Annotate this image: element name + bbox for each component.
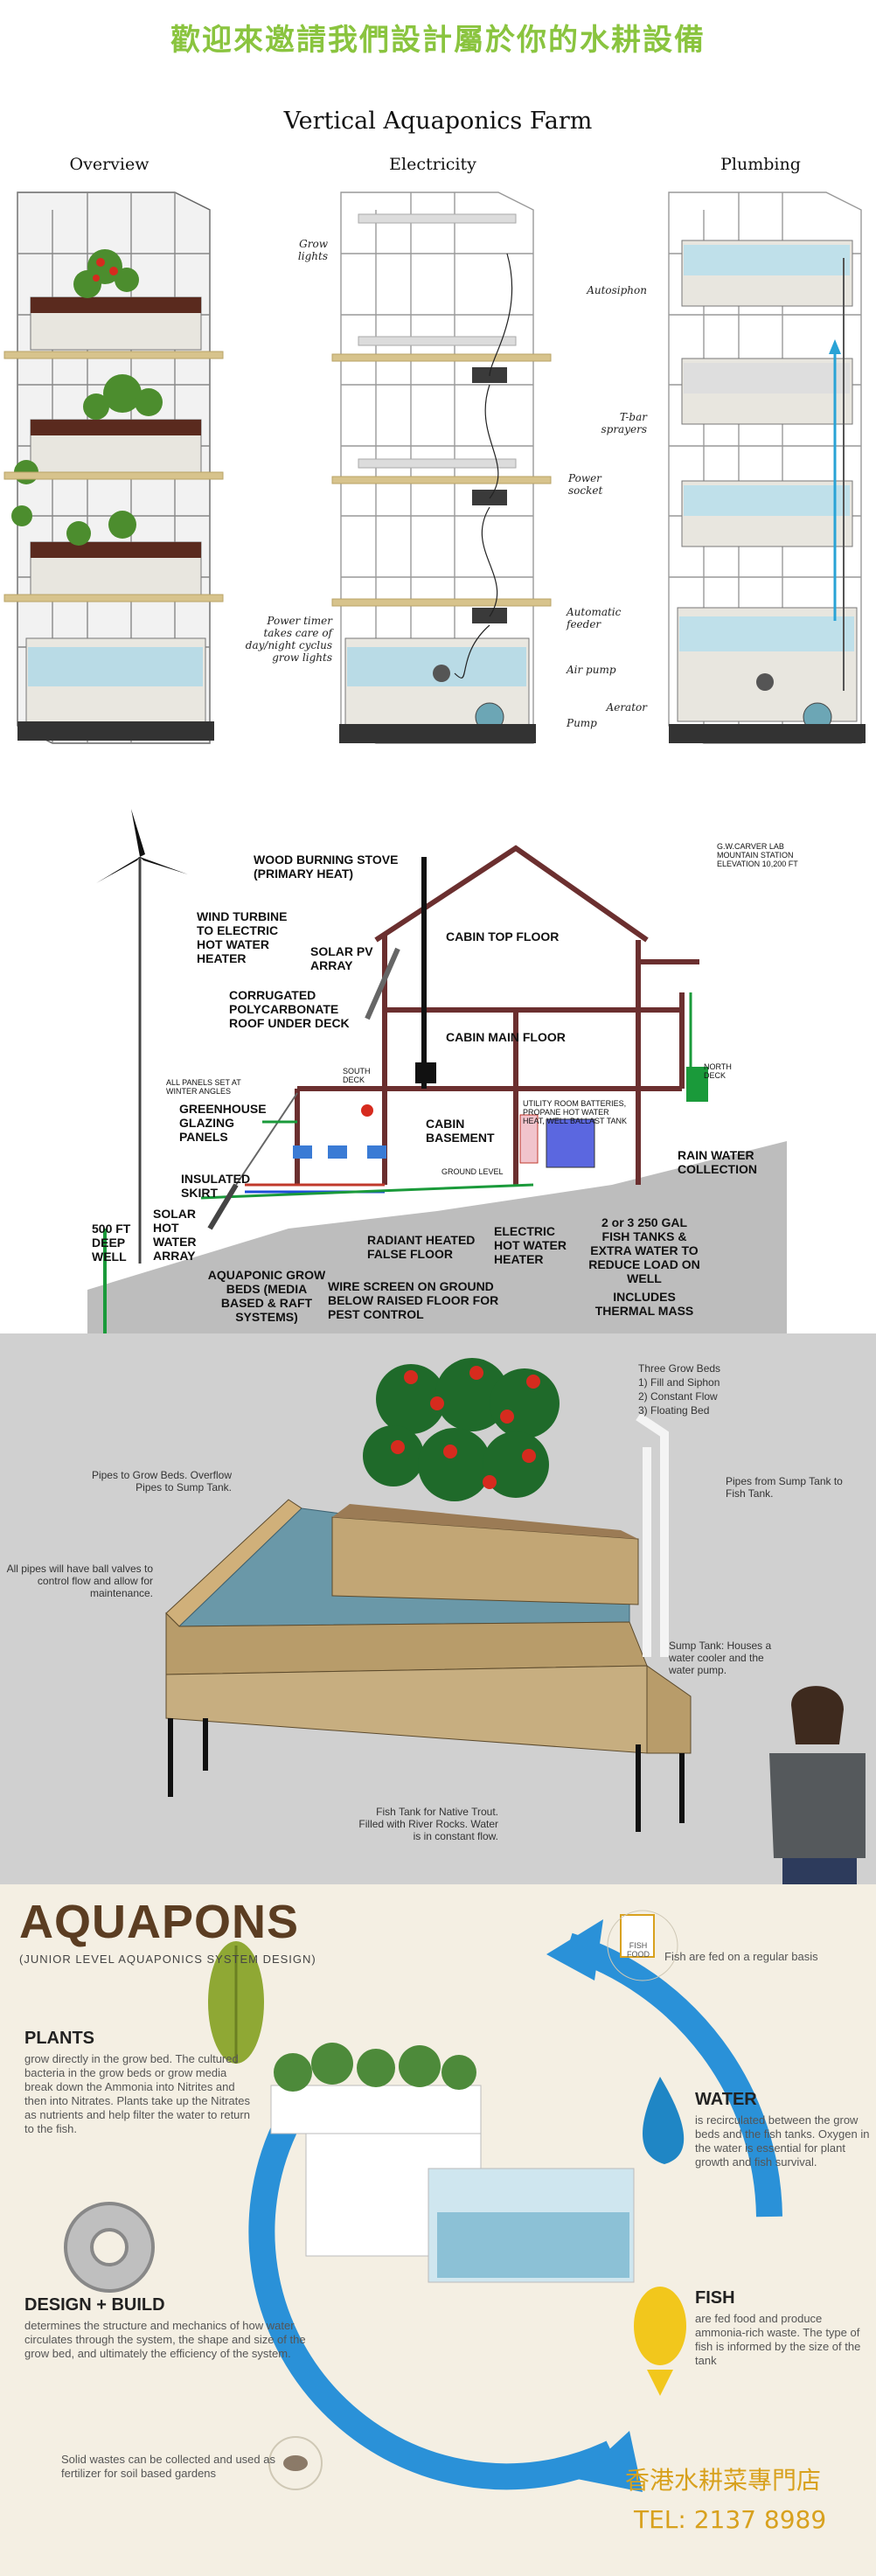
label-wind-turbine: WIND TURBINE TO ELECTRIC HOT WATER HEATE… — [197, 909, 288, 965]
label-top-floor: CABIN TOP FLOOR — [446, 929, 560, 943]
farm-title: Vertical Aquaponics Farm — [283, 108, 593, 135]
label-air-pump: Air pump — [567, 664, 616, 676]
farm-illustration — [3, 191, 866, 744]
plants-text: grow directly in the grow bed. The cultu… — [24, 2052, 250, 2135]
plumbing-tower-graphic — [668, 191, 866, 744]
fish-food-label: FISH FOOD — [627, 1941, 650, 1959]
label-insulated: INSULATED SKIRT — [181, 1172, 251, 1200]
label-pipes-sump: Pipes from Sump Tank to Fish Tank. — [726, 1475, 843, 1500]
label-rain: RAIN WATER COLLECTION — [678, 1148, 757, 1176]
design-text: determines the structure and mechanics o… — [24, 2319, 306, 2360]
label-grow-bed-3: 3) Floating Bed — [638, 1404, 710, 1417]
feed-note: Fish are fed on a regular basis — [664, 1950, 818, 1963]
cabin-illustration — [87, 809, 787, 1333]
electricity-tower-graphic — [331, 191, 552, 744]
label-solar-pv: SOLAR PV ARRAY — [310, 944, 373, 972]
label-wood-stove: WOOD BURNING STOVE (PRIMARY HEAT) — [254, 853, 399, 881]
label-corrugated: CORRUGATED POLYCARBONATE ROOF UNDER DECK — [229, 988, 350, 1030]
fish-text: are fed food and produce ammonia-rich wa… — [695, 2312, 861, 2367]
label-aerator: Aerator — [606, 701, 647, 714]
label-automatic-feeder: Automatic feeder — [567, 606, 622, 630]
label-basement: CABIN BASEMENT — [426, 1117, 495, 1145]
label-electric-hw: ELECTRIC HOT WATER HEATER — [494, 1224, 567, 1266]
label-sump: Sump Tank: Houses a water cooler and the… — [669, 1640, 772, 1676]
header: 歡迎來邀請我們設計屬於你的水耕設備 — [0, 0, 876, 83]
label-fish-tank: Fish Tank for Native Trout. Filled with … — [358, 1806, 498, 1842]
label-pump: Pump — [567, 717, 597, 729]
label-panels-set: ALL PANELS SET AT WINTER ANGLES — [166, 1078, 241, 1096]
water-heading: WATER — [695, 2090, 757, 2109]
shop-phone[interactable]: TEL: 2137 8989 — [634, 2505, 827, 2534]
label-tbar-sprayers: T-bar sprayers — [601, 411, 647, 435]
solid-waste-text: Solid wastes can be collected and used a… — [61, 2453, 275, 2480]
label-solar-hot: SOLAR HOT WATER ARRAY — [153, 1207, 197, 1263]
label-ball-valves: All pipes will have ball valves to contr… — [6, 1563, 153, 1599]
label-includes: INCLUDES THERMAL MASS — [594, 1290, 694, 1318]
design-heading: DESIGN + BUILD — [24, 2295, 165, 2315]
aquapons-subtitle: (JUNIOR LEVEL AQUAPONICS SYSTEM DESIGN) — [19, 1953, 316, 1966]
aquapons-illustration — [64, 1910, 782, 2492]
label-south-deck: SOUTH DECK — [343, 1067, 371, 1084]
column-plumbing: Plumbing — [720, 155, 801, 174]
aquapons-panel: AQUAPONS (JUNIOR LEVEL AQUAPONICS SYSTEM… — [0, 1884, 876, 2576]
label-wire-screen: WIRE SCREEN ON GROUND BELOW RAISED FLOOR… — [328, 1279, 499, 1321]
label-ground-level: GROUND LEVEL — [441, 1167, 504, 1176]
vertical-farm-panel: Vertical Aquaponics Farm Overview Electr… — [0, 83, 876, 774]
label-north-deck: NORTH DECK — [704, 1062, 732, 1080]
label-grow-lights: Grow lights — [297, 238, 328, 262]
label-power-socket: Power socket — [568, 472, 603, 497]
label-pipes-grow: Pipes to Grow Beds. Overflow Pipes to Su… — [91, 1469, 232, 1493]
label-grow-bed-1: 1) Fill and Siphon — [638, 1376, 720, 1389]
label-power-timer: Power timer takes care of day/night cycl… — [245, 615, 332, 664]
label-radiant: RADIANT HEATED FALSE FLOOR — [367, 1233, 476, 1261]
column-electricity: Electricity — [389, 155, 476, 174]
cabin-panel: G.W.CARVER LAB MOUNTAIN STATION ELEVATIO… — [0, 774, 876, 1333]
label-tanks: 2 or 3 250 GAL FISH TANKS & EXTRA WATER … — [588, 1215, 700, 1285]
shop-name: 香港水耕菜專門店 — [625, 2466, 822, 2495]
plants-heading: PLANTS — [24, 2029, 94, 2048]
aquapons-title: AQUAPONS — [19, 1896, 300, 1948]
label-greenhouse: GREENHOUSE GLAZING PANELS — [179, 1102, 267, 1144]
overview-tower-graphic — [3, 191, 224, 744]
label-well: 500 FT DEEP WELL — [92, 1222, 131, 1264]
label-utility: UTILITY ROOM BATTERIES, PROPANE HOT WATE… — [523, 1099, 628, 1125]
page-title: 歡迎來邀請我們設計屬於你的水耕設備 — [170, 23, 706, 58]
label-lab: G.W.CARVER LAB MOUNTAIN STATION ELEVATIO… — [717, 842, 798, 868]
column-overview: Overview — [69, 155, 149, 174]
label-grow-beds: AQUAPONIC GROW BEDS (MEDIA BASED & RAFT … — [207, 1268, 326, 1324]
label-grow-beds-title: Three Grow Beds — [638, 1362, 721, 1375]
tank-illustration — [165, 1358, 866, 1884]
tank-panel: Three Grow Beds 1) Fill and Siphon 2) Co… — [0, 1333, 876, 1884]
label-main-floor: CABIN MAIN FLOOR — [446, 1030, 566, 1044]
label-grow-bed-2: 2) Constant Flow — [638, 1390, 718, 1403]
fish-heading: FISH — [695, 2288, 735, 2308]
label-autosiphon: Autosiphon — [587, 284, 647, 296]
water-text: is recirculated between the grow beds an… — [695, 2113, 870, 2169]
